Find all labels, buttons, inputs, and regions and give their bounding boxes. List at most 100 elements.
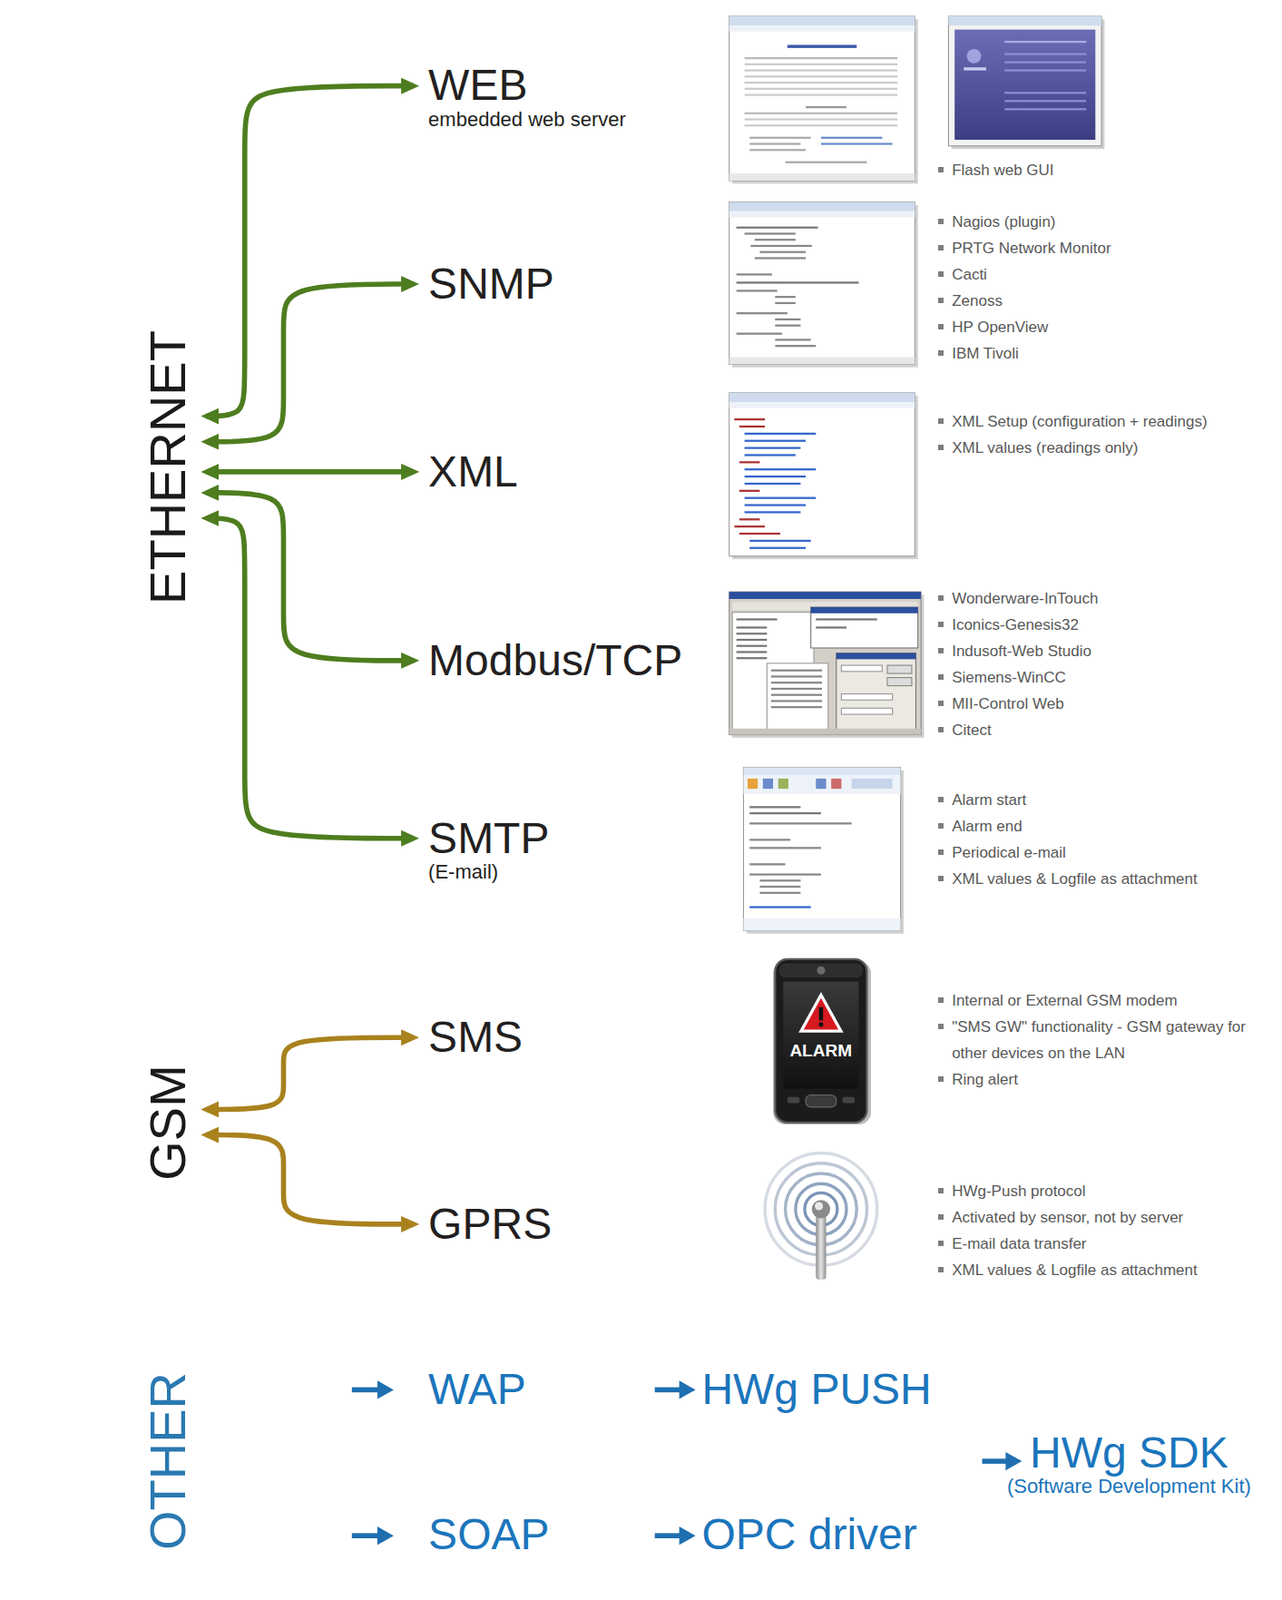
feature-item: XML values & Logfile as attachment: [938, 1256, 1198, 1283]
xml-screenshot: [749, 547, 806, 549]
web-table-screenshot: [821, 142, 893, 145]
feature-item: XML values & Logfile as attachment: [938, 865, 1198, 892]
protocol-panel: WAP: [322, 1321, 638, 1457]
heading-group: SMS: [428, 1014, 523, 1060]
modbus-screenshot: [736, 650, 768, 653]
web-table-screenshot: [729, 16, 916, 181]
xml-screenshot: [733, 418, 765, 421]
email-screenshot: [743, 918, 901, 930]
category-band: GSM: [15, 946, 312, 1313]
email-screenshot: [749, 812, 822, 814]
phone-illustration: [803, 998, 839, 1030]
xml-screenshot: [744, 453, 796, 456]
snmp-mib-screenshot: [729, 202, 916, 212]
xml-screenshot: [744, 482, 802, 485]
modbus-screenshot: [836, 653, 917, 660]
protocol-subtitle: (E-mail): [428, 861, 549, 883]
web-table-screenshot: [749, 137, 811, 139]
feature-item: HWg-Push protocol: [938, 1177, 1198, 1204]
flash-gui-screenshot: [1004, 68, 1087, 71]
heading-group: SOAP: [428, 1511, 549, 1557]
snmp-mib-screenshot: [736, 332, 783, 335]
phone-illustration: [779, 962, 863, 978]
small-arrow: [352, 1387, 380, 1393]
category-band: ETHERNET: [15, 8, 312, 939]
feature-item: MII-Control Web: [938, 690, 1098, 717]
modbus-screenshot: [729, 591, 921, 599]
flash-gui-screenshot: [1004, 60, 1087, 63]
snmp-mib-screenshot: [759, 251, 806, 254]
protocol-heading: Modbus/TCP: [428, 637, 683, 684]
modbus-screenshot: [736, 656, 768, 659]
phone-illustration: [773, 959, 871, 1125]
flash-gui-screenshot: [1004, 52, 1087, 55]
flash-gui-screenshot: [951, 19, 1106, 149]
modbus-screenshot: [815, 626, 847, 628]
small-arrow: [377, 1526, 394, 1545]
web-table-screenshot: [785, 161, 868, 164]
feature-item: "SMS GW" functionality - GSM gateway for…: [938, 1013, 1265, 1067]
xml-screenshot: [744, 497, 817, 500]
xml-screenshot: [739, 460, 760, 463]
xml-screenshot: [744, 440, 806, 442]
snmp-mib-screenshot: [729, 211, 916, 218]
band-label: GSM: [142, 1064, 194, 1181]
protocol-panel: HWg PUSH: [648, 1321, 965, 1457]
heading-group: Modbus/TCP: [428, 637, 683, 684]
modbus-screenshot: [736, 645, 768, 647]
web-table-screenshot: [787, 44, 857, 48]
snmp-mib-screenshot: [774, 318, 801, 321]
feature-list: HWg-Push protocolActivated by sensor, no…: [938, 1177, 1198, 1283]
feature-item: Cacti: [938, 261, 1111, 288]
xml-screenshot: [739, 425, 765, 428]
feature-item: PRTG Network Monitor: [938, 234, 1111, 262]
web-table-screenshot: [729, 25, 916, 32]
heading-group: SMTP(E-mail): [428, 815, 549, 884]
small-arrow: [679, 1379, 696, 1399]
web-table-screenshot: [749, 142, 801, 145]
protocol-heading: SMTP: [428, 815, 549, 862]
email-screenshot: [759, 885, 801, 888]
modbus-screenshot: [729, 728, 921, 735]
phone-illustration: [798, 991, 843, 1033]
small-arrow: [982, 1458, 1008, 1464]
xml-screenshot: [739, 532, 781, 535]
modbus-screenshot: [771, 699, 823, 702]
email-screenshot: [815, 778, 826, 789]
modbus-screenshot: [771, 669, 823, 672]
xml-screenshot: [729, 392, 919, 559]
web-table-screenshot: [821, 137, 882, 139]
web-table-screenshot: [744, 75, 899, 78]
email-screenshot: [749, 838, 791, 841]
xml-screenshot: [733, 525, 765, 528]
email-screenshot: [749, 822, 852, 824]
web-table-screenshot: [729, 173, 916, 181]
protocol-panel: Modbus/TCPWonderware-InTouchIconics-Gene…: [322, 570, 1282, 750]
feature-item: Siemens-WinCC: [938, 664, 1098, 691]
snmp-mib-screenshot: [736, 273, 773, 275]
web-table-screenshot: [805, 106, 847, 108]
feature-list: Flash web GUI: [938, 156, 1054, 184]
protocol-heading: GPRS: [428, 1201, 552, 1247]
modbus-screenshot: [836, 653, 917, 730]
web-table-screenshot: [744, 117, 899, 120]
web-table-screenshot: [744, 63, 899, 66]
protocol-panel: SOAP: [322, 1469, 638, 1600]
protocol-heading: OPC driver: [701, 1511, 917, 1557]
phone-illustration: [819, 1007, 823, 1021]
phone-illustration: [782, 981, 859, 1089]
protocol-panel: XMLXML Setup (configuration + readings)X…: [322, 382, 1282, 562]
protocol-heading: HWg PUSH: [701, 1366, 931, 1412]
protocol-heading: SOAP: [428, 1511, 549, 1557]
modbus-screenshot: [841, 707, 892, 715]
phone-illustration: [818, 1021, 823, 1027]
feature-list: XML Setup (configuration + readings)XML …: [938, 408, 1207, 461]
feature-list: Alarm startAlarm endPeriodical e-mailXML…: [938, 786, 1198, 892]
snmp-mib-screenshot: [774, 295, 795, 298]
xml-screenshot: [744, 503, 806, 506]
email-screenshot: [747, 778, 758, 789]
email-screenshot: [759, 891, 801, 894]
email-screenshot: [743, 767, 901, 776]
flash-gui-screenshot: [1004, 91, 1087, 94]
snmp-mib-screenshot: [774, 338, 811, 341]
